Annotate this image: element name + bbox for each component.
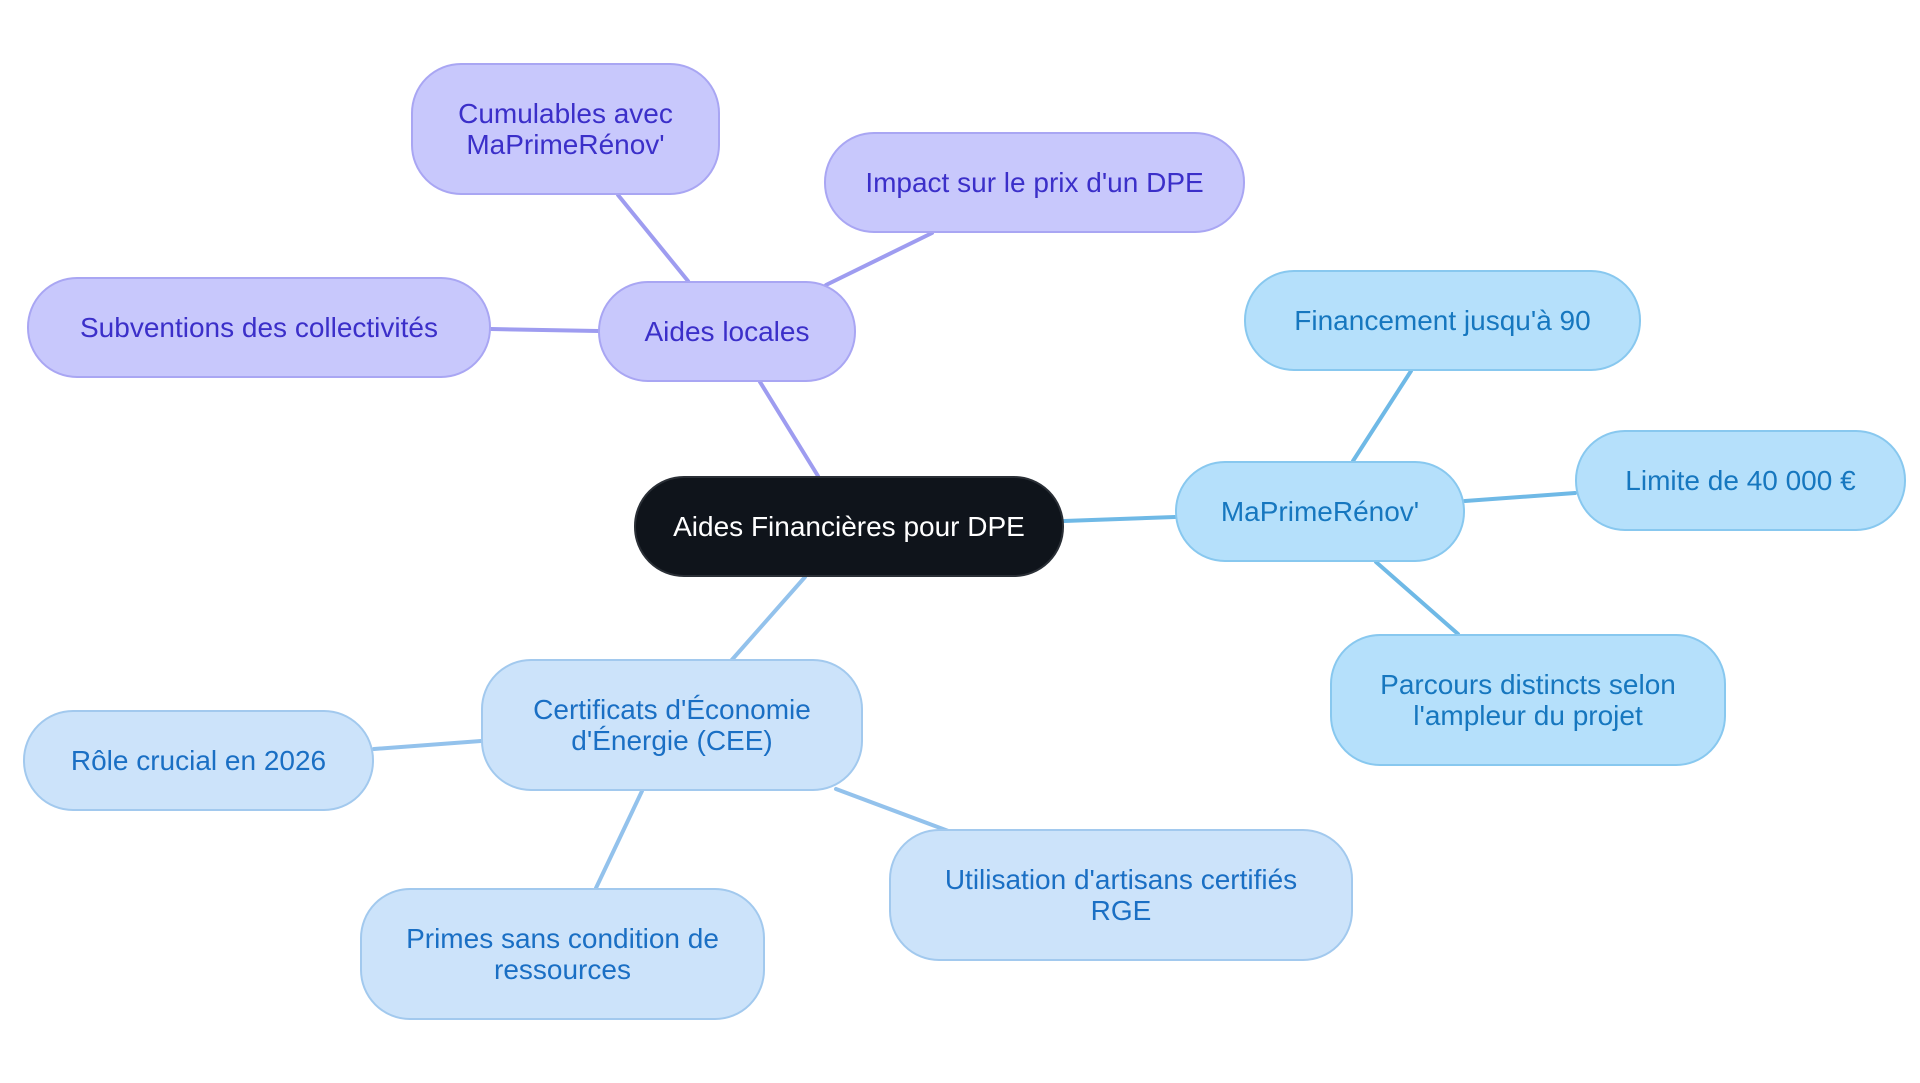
- utilisation-label-line1: Utilisation d'artisans certifiés: [944, 864, 1298, 895]
- edge-aides-locales-subventions: [489, 327, 600, 333]
- maprimerenov-label: MaPrimeRénov': [1220, 496, 1420, 527]
- financement-label: Financement jusqu'à 90: [1294, 305, 1591, 336]
- utilisation-rge-node[interactable]: Utilisation d'artisans certifiés RGE: [889, 829, 1353, 961]
- edge-maprimerenov-parcours: [1374, 560, 1460, 636]
- limite-label: Limite de 40 000 €: [1625, 465, 1856, 496]
- root-node-label: Aides Financières pour DPE: [673, 511, 1025, 542]
- cee-connectors: [372, 575, 953, 890]
- edge-maprimerenov-financement: [1351, 369, 1413, 463]
- root-node[interactable]: Aides Financières pour DPE: [634, 476, 1064, 577]
- limite-node[interactable]: Limite de 40 000 €: [1575, 430, 1906, 531]
- edge-cee-role: [372, 739, 483, 751]
- edge-root-maprimerenov: [1062, 515, 1177, 523]
- parcours-label-line1: Parcours distincts selon: [1380, 669, 1676, 700]
- edge-cee-utilisation: [834, 787, 953, 834]
- impact-dpe-node[interactable]: Impact sur le prix d'un DPE: [824, 132, 1245, 233]
- cumulables-node[interactable]: Cumulables avec MaPrimeRénov': [411, 63, 720, 195]
- parcours-label-line2: l'ampleur du projet: [1413, 700, 1643, 731]
- aides-locales-connectors: [489, 193, 934, 478]
- financement-node[interactable]: Financement jusqu'à 90: [1244, 270, 1641, 371]
- role-crucial-node[interactable]: Rôle crucial en 2026: [23, 710, 374, 811]
- subventions-label: Subventions des collectivités: [80, 312, 438, 343]
- utilisation-label-line2: RGE: [1090, 895, 1152, 926]
- cee-label-line2: d'Énergie (CEE): [571, 725, 773, 756]
- subventions-node[interactable]: Subventions des collectivités: [27, 277, 491, 378]
- primes-label-line2: ressources: [494, 954, 631, 985]
- cee-label-line1: Certificats d'Économie: [533, 694, 811, 725]
- maprimerenov-node[interactable]: MaPrimeRénov': [1175, 461, 1465, 562]
- parcours-node[interactable]: Parcours distincts selon l'ampleur du pr…: [1330, 634, 1726, 766]
- maprimerenov-connectors: [1062, 369, 1577, 636]
- aides-locales-node[interactable]: Aides locales: [598, 281, 856, 382]
- impact-dpe-label: Impact sur le prix d'un DPE: [865, 167, 1204, 198]
- edge-aides-locales-impact: [824, 231, 934, 287]
- aides-locales-label: Aides locales: [644, 316, 810, 347]
- role-crucial-label: Rôle crucial en 2026: [70, 745, 327, 776]
- edge-maprimerenov-limite: [1463, 491, 1577, 503]
- edge-root-aides-locales: [758, 380, 820, 478]
- edge-cee-primes: [594, 789, 644, 890]
- primes-label-line1: Primes sans condition de: [406, 923, 719, 954]
- cumulables-label-line1: Cumulables avec: [458, 98, 673, 129]
- cumulables-label-line2: MaPrimeRénov': [466, 129, 665, 160]
- edge-aides-locales-cumulables: [616, 193, 690, 283]
- edge-root-cee: [728, 575, 807, 664]
- cee-node[interactable]: Certificats d'Économie d'Énergie (CEE): [481, 659, 863, 791]
- primes-node[interactable]: Primes sans condition de ressources: [360, 888, 765, 1020]
